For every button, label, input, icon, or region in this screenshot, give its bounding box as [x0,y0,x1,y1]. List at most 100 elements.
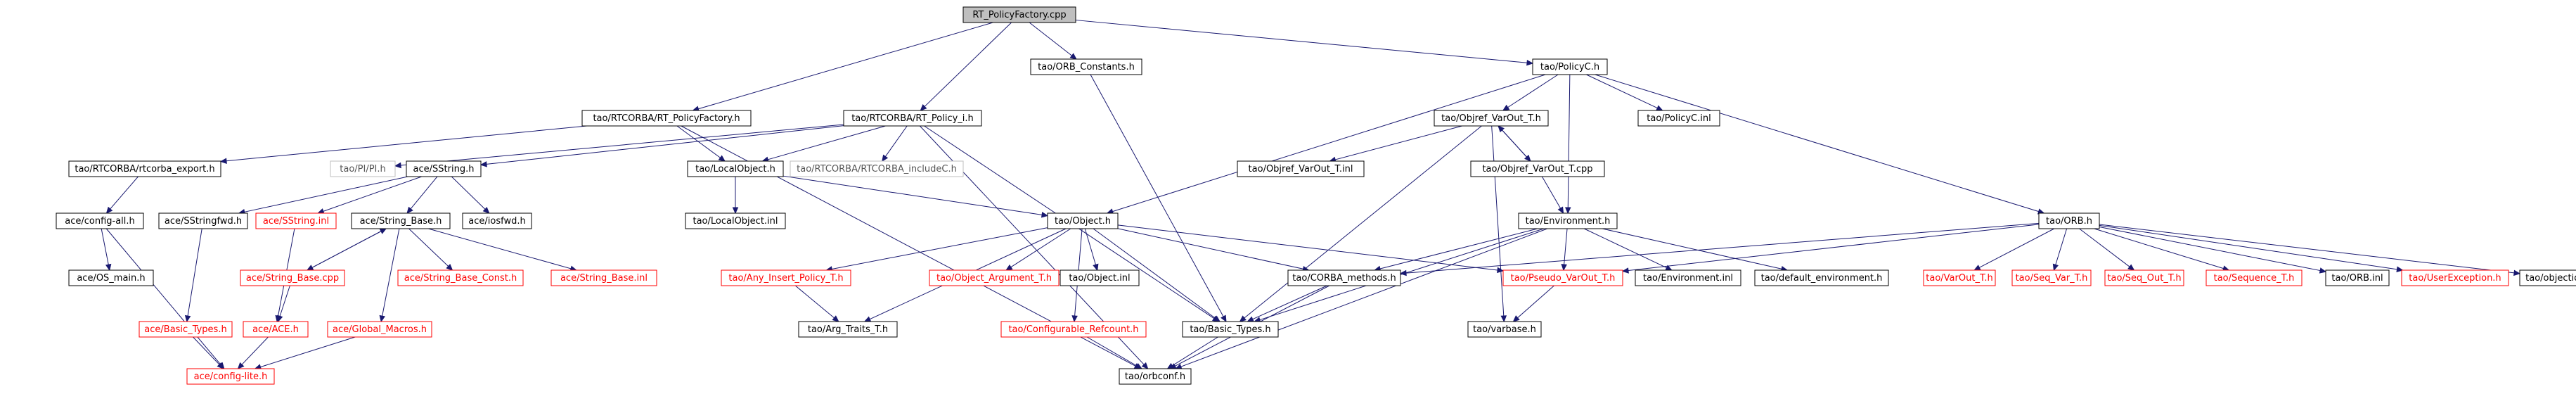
graph-node-seqout[interactable]: tao/Seq_Out_T.h [2104,269,2184,286]
node-label: ace/config-all.h [65,216,135,227]
node-label: tao/Objref_VarOut_T.cpp [1482,164,1592,174]
graph-node-objrefinl[interactable]: tao/Objref_VarOut_T.inl [1237,160,1365,177]
graph-node-seqvar[interactable]: tao/Seq_Var_T.h [2011,269,2092,286]
arrowhead-icon [718,155,726,162]
graph-node-seqt[interactable]: tao/Sequence_T.h [2205,269,2303,286]
edge-strbasecpp-to-strbaseh [307,228,387,271]
node-box [1237,160,1365,177]
graph-node-iosfwd[interactable]: ace/iosfwd.h [462,212,532,229]
edge-line [1491,125,1505,317]
node-label: ace/String_Base.h [360,216,442,227]
node-label: ace/SStringfwd.h [165,216,242,227]
edge-configall-to-osmain [101,228,112,272]
graph-node-varbase[interactable]: tao/varbase.h [1467,321,1542,338]
edge-orb-to-varoutt [1973,228,2055,271]
graph-node-userexc[interactable]: tao/UserException.h [2401,269,2509,286]
graph-node-objarg[interactable]: tao/Object_Argument_T.h [929,269,1060,286]
graph-node-defenv[interactable]: tao/default_environment.h [1754,269,1889,286]
graph-node-sstring[interactable]: ace/SString.h [406,160,482,177]
edge-orb-to-corbameth [1399,222,2040,277]
graph-node-corbameth[interactable]: tao/CORBA_methods.h [1287,269,1401,286]
edge-line [1244,125,1482,319]
edge-line [1595,74,2039,212]
graph-node-object[interactable]: tao/Object.h [1047,212,1119,229]
node-label: tao/Seq_Var_T.h [2016,273,2088,284]
node-label: tao/RTCORBA/RTCORBA_includeC.h [797,164,957,174]
graph-node-anyins[interactable]: tao/Any_Insert_Policy_T.h [721,269,851,286]
edge-line [307,231,382,271]
edge-line [1117,224,1498,271]
graph-node-localobj[interactable]: tao/LocalObject.h [687,160,784,177]
edge-line [486,125,844,165]
graph-node-orbconf[interactable]: tao/orbconf.h [1119,368,1192,385]
graph-node-strbasecpp[interactable]: ace/String_Base.cpp [240,269,345,286]
graph-node-strbaseconst[interactable]: ace/String_Base_Const.h [397,269,524,286]
graph-node-objrefcpp[interactable]: tao/Objref_VarOut_T.cpp [1470,160,1605,177]
edge-strbasecpp-to-aceh [277,285,290,323]
graph-node-configlite[interactable]: ace/config-lite.h [186,368,275,385]
graph-node-strbaseinl[interactable]: ace/String_Base.inl [550,269,657,286]
graph-node-globalmac[interactable]: ace/Global_Macros.h [327,321,432,338]
graph-node-strbaseh[interactable]: ace/String_Base.h [351,212,451,229]
graph-node-rtpf[interactable]: tao/RTCORBA/RT_PolicyFactory.h [581,110,752,127]
graph-node-osmain[interactable]: ace/OS_main.h [68,269,154,286]
edge-line [408,228,449,267]
arrowhead-icon [1497,267,1505,274]
edge-rtpi-to-localobj [761,125,886,163]
graph-node-localobjinl[interactable]: tao/LocalObject.inl [685,212,786,229]
graph-node-objectid[interactable]: tao/objectid.h [2519,269,2576,286]
edge-line [768,125,886,160]
edge-object-to-corbameth [1117,228,1310,272]
graph-node-pih[interactable]: tao/PI/PI.h [330,160,396,177]
arrowhead-icon [105,206,113,214]
graph-node-policyc[interactable]: tao/PolicyC.h [1532,58,1608,75]
arrowhead-icon [1399,269,1407,277]
graph-node-envinl[interactable]: tao/Environment.inl [1635,269,1741,286]
edge-line [105,228,221,365]
graph-node-rtpi[interactable]: tao/RTCORBA/RT_Policy_i.h [843,110,982,127]
edge-line [1117,228,1303,269]
graph-node-env[interactable]: tao/Environment.h [1518,212,1618,229]
graph-node-argtraits[interactable]: tao/Arg_Traits_T.h [798,321,898,338]
graph-node-orb[interactable]: tao/ORB.h [2038,212,2100,229]
graph-node-orbconst[interactable]: tao/ORB_Constants.h [1030,58,1142,75]
arrowhead-icon [1498,125,1505,133]
node-box [1182,321,1279,338]
edge-sstring-to-strbaseh [406,176,438,214]
node-box [240,269,345,286]
arrowhead-icon [2127,264,2135,271]
graph-node-objinl[interactable]: tao/Object.inl [1060,269,1140,286]
graph-node-configall[interactable]: ace/config-all.h [56,212,144,229]
edge-orb-to-pseudo [1621,224,2040,274]
graph-node-policycinl[interactable]: tao/PolicyC.inl [1637,110,1720,127]
edge-line [428,228,572,269]
graph-node-varoutt[interactable]: tao/VarOut_T.h [1923,269,1996,286]
graph-node-aceh[interactable]: ace/ACE.h [243,321,309,338]
edge-pseudo-to-varbase [1512,285,1554,322]
node-label: tao/objectid.h [2525,273,2576,284]
graph-node-root[interactable]: RT_PolicyFactory.cpp [962,6,1076,23]
arrowhead-icon [379,228,387,234]
arrowhead-icon [1656,105,1663,111]
graph-node-pseudo[interactable]: tao/Pseudo_VarOut_T.h [1502,269,1623,286]
graph-node-basictypestao[interactable]: tao/Basic_Types.h [1182,321,1279,338]
node-box [929,269,1060,286]
edge-line [2099,227,2321,272]
graph-node-orbinl[interactable]: tao/ORB.inl [2325,269,2390,286]
graph-node-confrefcount[interactable]: tao/Configurable_Refcount.h [1000,321,1147,338]
arrowhead-icon [1069,53,1077,60]
graph-node-sstringinl[interactable]: ace/SString.inl [255,212,337,229]
graph-node-basictypesace[interactable]: ace/Basic_Types.h [139,321,233,338]
node-label: tao/Any_Insert_Policy_T.h [728,273,843,284]
arrowhead-icon [379,314,385,323]
node-box [1047,212,1119,229]
graph-node-rtexp[interactable]: tao/RTCORBA/rtcorba_export.h [68,160,221,177]
graph-node-rtinc[interactable]: tao/RTCORBA/RTCORBA_includeC.h [790,160,964,177]
node-box [721,269,851,286]
node-label: tao/PolicyC.h [1540,62,1599,72]
graph-node-objref[interactable]: tao/Objref_VarOut_T.h [1434,110,1549,127]
edge-rtpf-to-rtexp [219,125,587,164]
edge-rtpi-to-pih [394,124,844,169]
graph-node-sstringfwd[interactable]: ace/SStringfwd.h [158,212,248,229]
node-box [1923,269,1996,286]
